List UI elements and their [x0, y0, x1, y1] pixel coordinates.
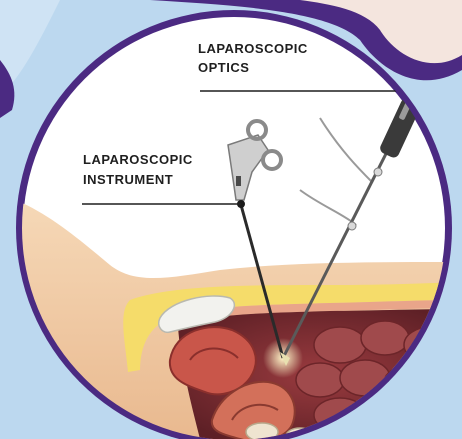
intestines	[296, 321, 462, 436]
optics-label-line1: LAPAROSCOPIC	[198, 41, 308, 56]
optics-port	[348, 222, 356, 230]
instrument-label-line2: INSTRUMENT	[83, 172, 173, 187]
instrument-label-line1: LAPAROSCOPIC	[83, 152, 193, 167]
optics-valve	[374, 168, 382, 176]
optics-label-line2: OPTICS	[198, 60, 249, 75]
